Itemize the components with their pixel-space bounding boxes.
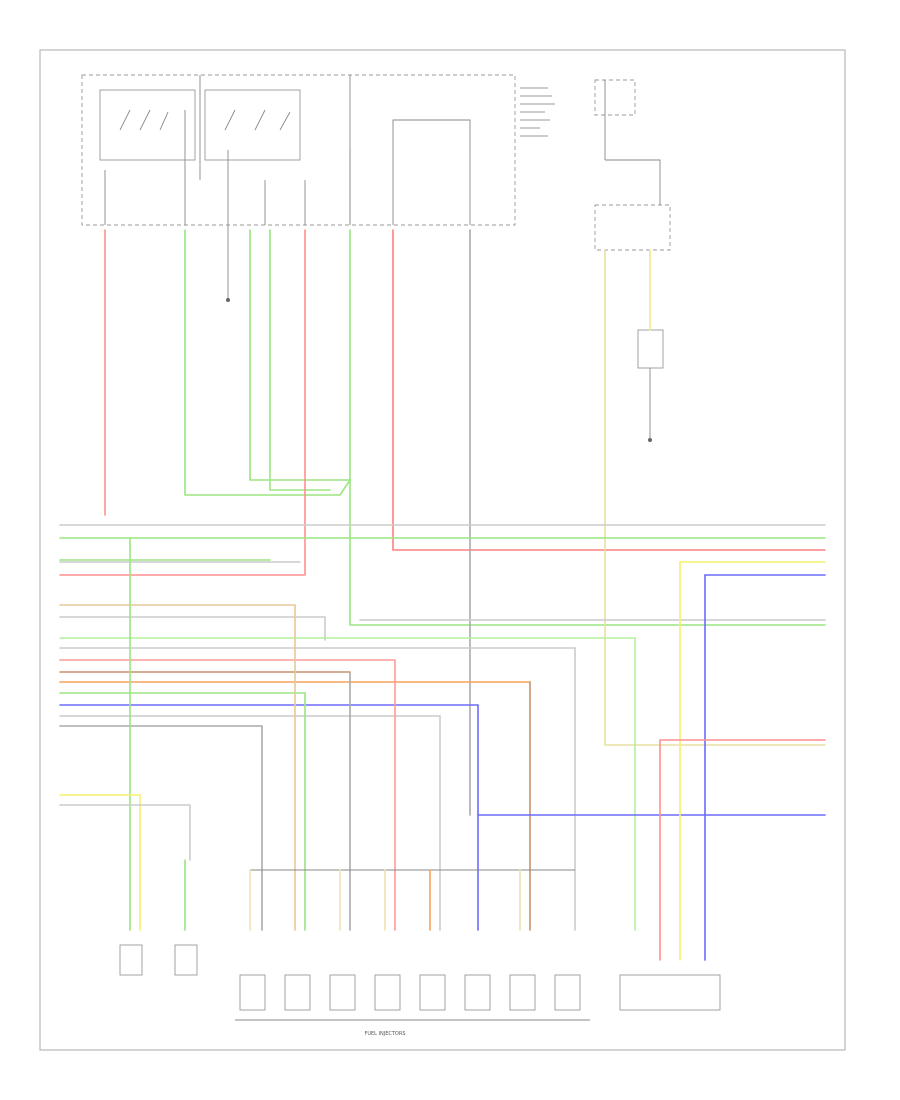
injector-group-label: FUEL INJECTORS bbox=[364, 1031, 405, 1037]
bus-lines bbox=[59, 524, 826, 727]
injector-7 bbox=[509, 974, 536, 1011]
injector-feeds bbox=[59, 537, 826, 961]
ground-symbol-1 bbox=[226, 225, 230, 302]
injector-1 bbox=[239, 974, 266, 1011]
page-frame bbox=[39, 49, 846, 1051]
sensor-left-2 bbox=[174, 944, 198, 976]
injector-6 bbox=[464, 974, 491, 1011]
injector-4 bbox=[374, 974, 401, 1011]
ecm-module bbox=[619, 974, 721, 1011]
fuel-injectors: FUEL INJECTORS bbox=[235, 974, 590, 1037]
injector-3 bbox=[329, 974, 356, 1011]
fuse-relay-box bbox=[81, 74, 555, 226]
sensor-module-right bbox=[637, 329, 664, 369]
fuse-group bbox=[104, 110, 471, 225]
sensors-left bbox=[119, 944, 198, 976]
relay-2 bbox=[204, 89, 301, 161]
relay-right bbox=[594, 204, 671, 251]
sensor-left-1 bbox=[119, 944, 143, 976]
relay-1 bbox=[99, 89, 196, 161]
injector-2 bbox=[284, 974, 311, 1011]
fuse-right bbox=[594, 79, 671, 442]
injector-5 bbox=[419, 974, 446, 1011]
injector-8 bbox=[554, 974, 581, 1011]
fuse-box-notes bbox=[520, 87, 555, 137]
wires bbox=[59, 229, 826, 816]
